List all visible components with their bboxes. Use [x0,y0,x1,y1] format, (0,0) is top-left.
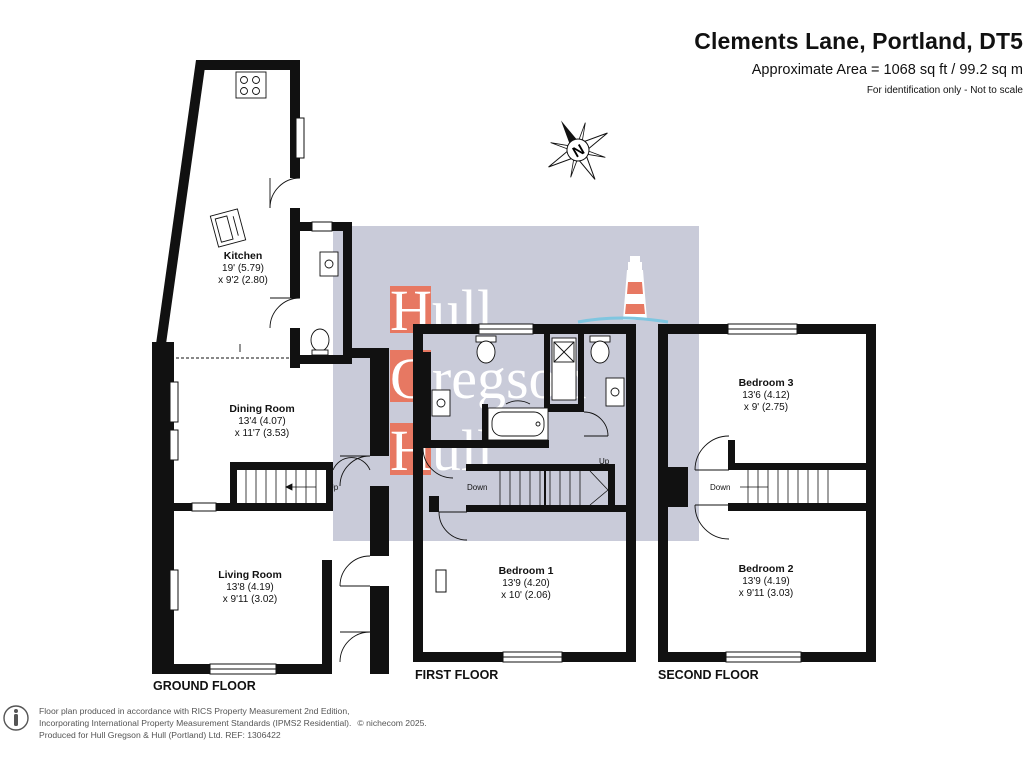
bedroom-1-dim2: x 10' (2.06) [501,590,551,601]
first-floor-fixtures [422,335,625,541]
basin-icon [431,389,451,417]
ground-floor-windows [169,117,333,675]
ground-floor-fixtures [166,71,371,663]
second-floor-windows [725,323,802,663]
watermark-line3: Hull [390,418,493,483]
living-room-dim2: x 9'11 (3.02) [223,594,278,605]
basin-icon [319,251,339,277]
bedroom-3-dim2: x 9' (2.75) [744,402,788,413]
lighthouse-icon [577,256,669,324]
bedroom-1-dim1: 13'9 (4.20) [502,578,550,589]
dining-room-dim1: 13'4 (4.07) [238,416,286,427]
footer-line1: Floor plan produced in accordance with R… [39,706,350,716]
ground-floor-label: GROUND FLOOR [153,679,256,693]
second-floor-fixtures [694,435,730,540]
bedroom-3-dim1: 13'6 (4.12) [742,390,790,401]
bath-icon [487,407,549,441]
dining-room-dim2: x 11'7 (3.53) [235,428,290,439]
second-stairs-down-label: Down [710,483,730,492]
ground-floor-stairs [245,470,317,503]
kitchen-dim1: 19' (5.79) [222,263,264,274]
stair-labels: Up Down Up Down [328,457,730,492]
kitchen-dim2: x 9'2 (2.80) [218,275,268,286]
bedroom-2-dim2: x 9'11 (3.03) [739,588,794,599]
ground-floor-walls [152,60,389,674]
first-floor-stairs [499,470,609,506]
second-floor-stairs [740,470,829,503]
bedroom-2-dim1: 13'9 (4.19) [742,576,790,587]
room-labels: Kitchen 19' (5.79) x 9'2 (2.80) Dining R… [218,250,793,605]
compass-icon [548,120,608,180]
toilet-icon [589,335,611,364]
first-floor-label: FIRST FLOOR [415,668,498,682]
toilet-icon [310,328,330,356]
bedroom-1-label: Bedroom 1 [499,565,554,577]
floor-labels: GROUND FLOOR FIRST FLOOR SECOND FLOOR [153,668,759,693]
sink-icon [209,208,247,248]
first-floor-walls [413,324,636,662]
footer-disclaimer: Floor plan produced in accordance with R… [39,705,427,741]
first-stairs-up-label: Up [599,457,610,466]
toilet-icon [475,335,497,364]
kitchen-label: Kitchen [224,250,263,262]
hob-icon [235,71,267,99]
ground-stairs-up-label: Up [328,483,339,492]
approximate-area: Approximate Area = 1068 sq ft / 99.2 sq … [751,62,1023,78]
footer-copyright: © nichecom 2025. [357,718,427,728]
basin-icon [605,377,625,407]
living-room-label: Living Room [218,569,282,581]
identification-note: For identification only - Not to scale [866,85,1023,96]
living-room-dim1: 13'8 (4.19) [226,582,274,593]
first-floor-windows [435,323,563,663]
bedroom-3-label: Bedroom 3 [739,377,794,389]
second-floor-walls [658,324,876,662]
bedroom-2-label: Bedroom 2 [739,563,794,575]
footer-line2-row: Incorporating International Property Mea… [39,717,427,729]
footer-line2: Incorporating International Property Mea… [39,718,352,728]
footer-line3: Produced for Hull Gregson & Hull (Portla… [39,730,281,740]
first-stairs-down-label: Down [467,483,487,492]
shower-tray-icon [551,337,577,401]
second-floor-label: SECOND FLOOR [658,668,759,682]
person-scale-icon [3,705,29,731]
dining-room-label: Dining Room [229,403,294,415]
property-title: Clements Lane, Portland, DT5 [694,28,1023,54]
